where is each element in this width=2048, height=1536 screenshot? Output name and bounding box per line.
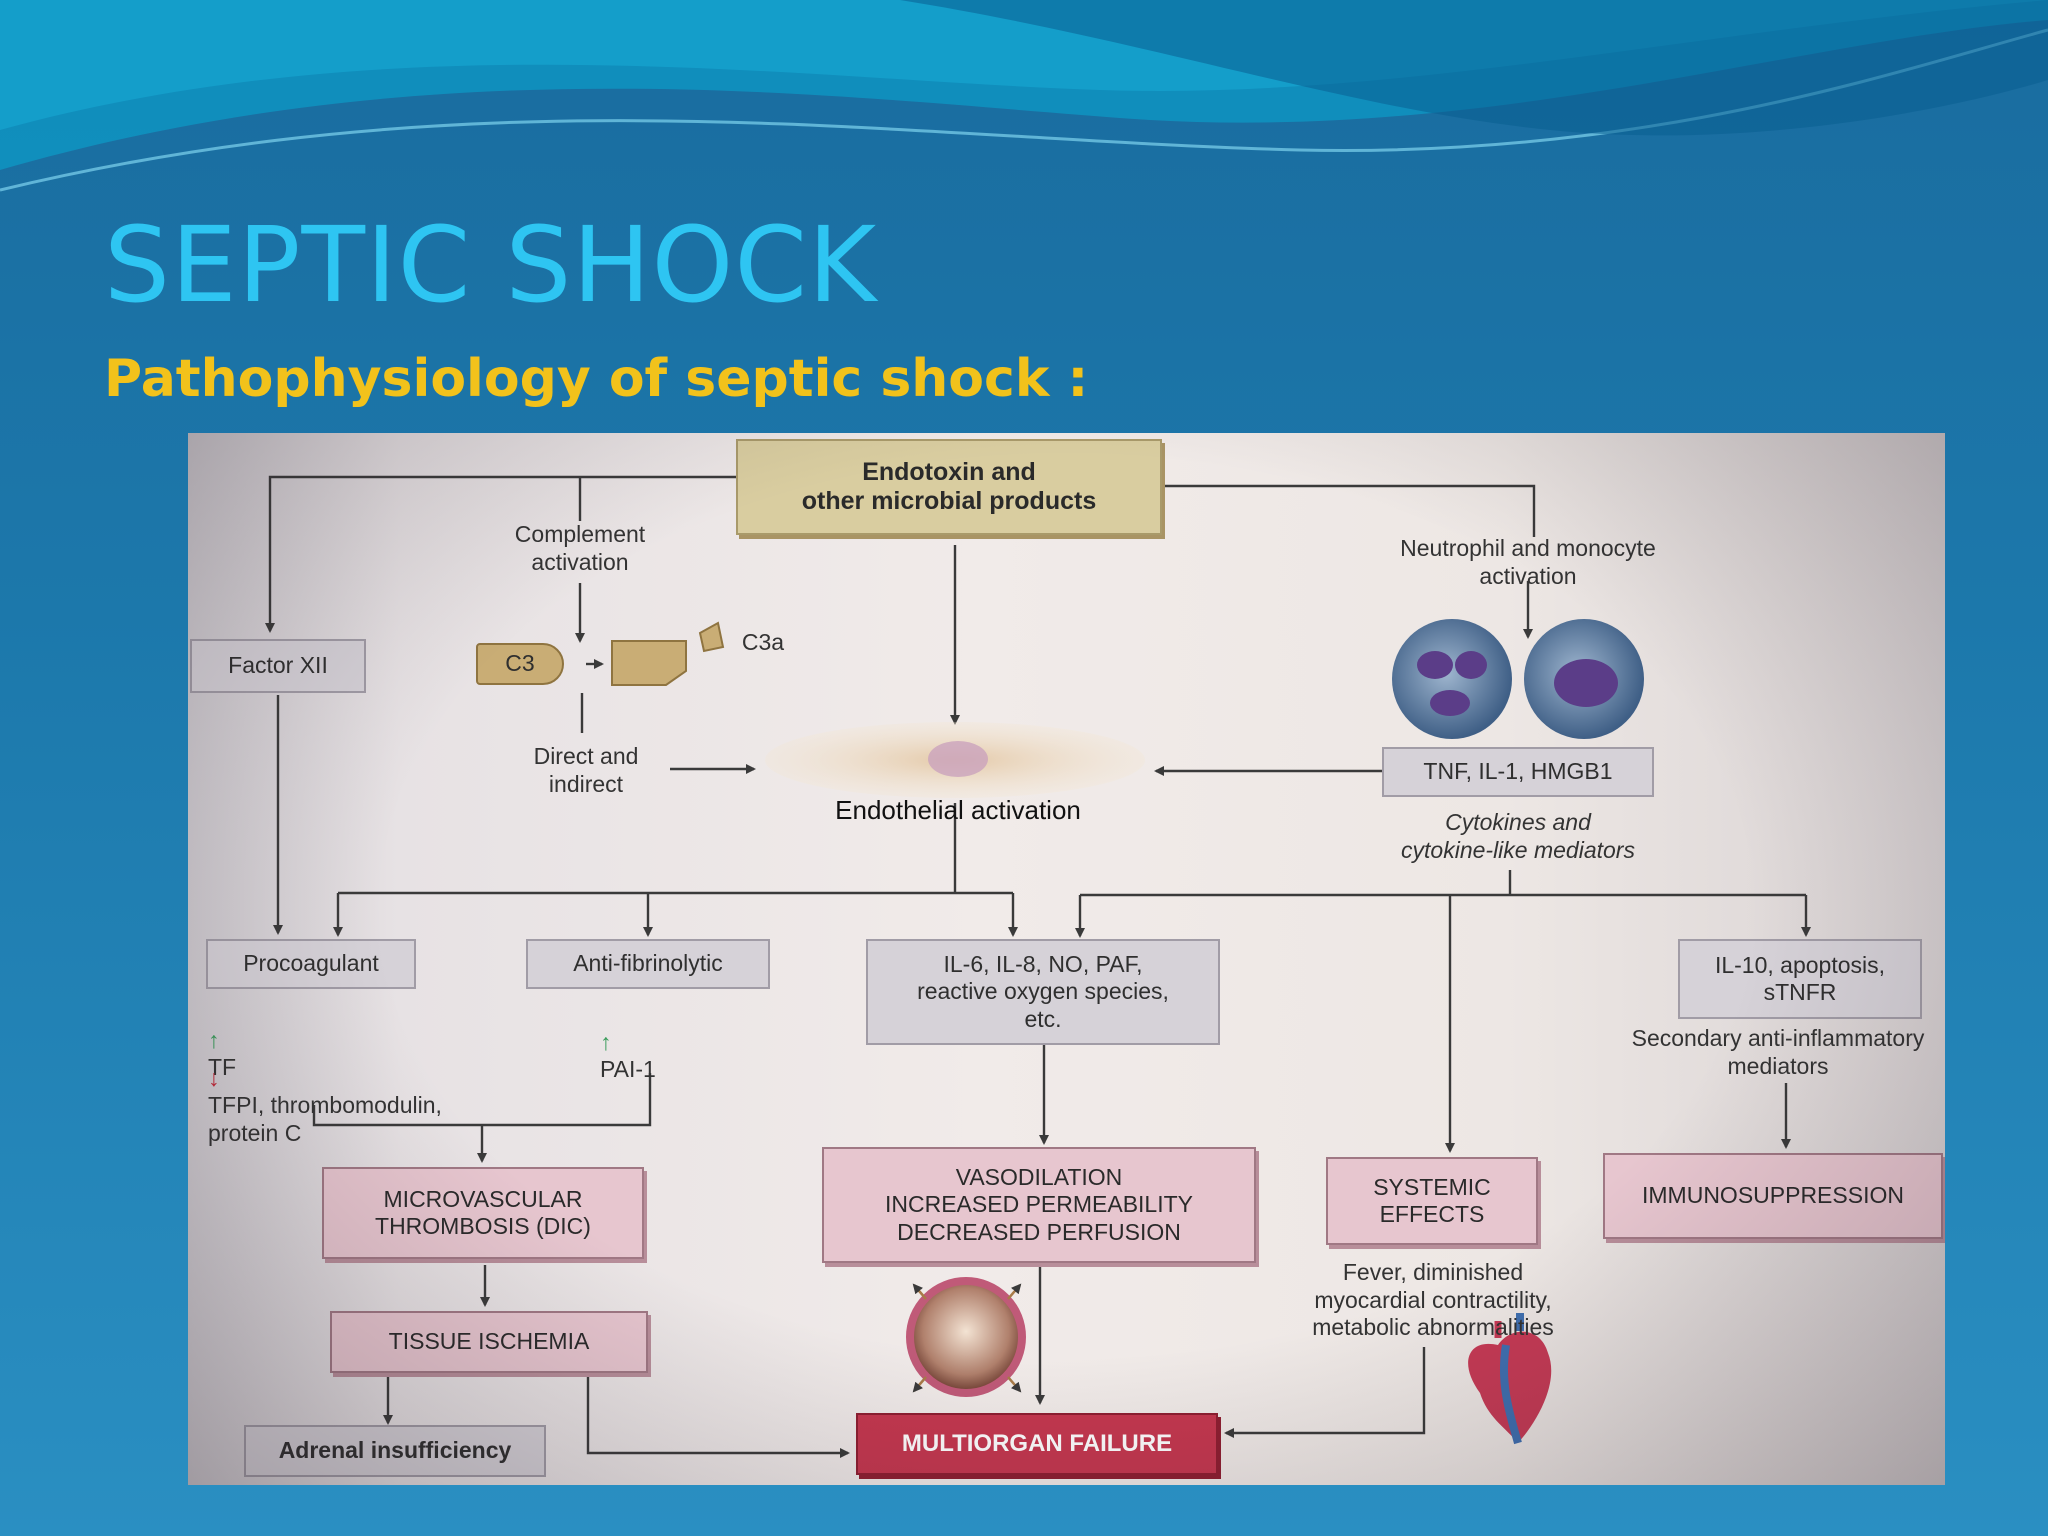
pathophysiology-diagram: Endotoxin and other microbial products C… bbox=[188, 433, 1945, 1485]
multiorgan-failure-box: MULTIORGAN FAILURE bbox=[856, 1413, 1218, 1475]
immunosuppression-box: IMMUNOSUPPRESSION bbox=[1603, 1153, 1943, 1239]
mediators-box: IL-6, IL-8, NO, PAF, reactive oxygen spe… bbox=[866, 939, 1220, 1045]
fever-label: Fever, diminished myocardial contractili… bbox=[1312, 1259, 1554, 1341]
slide-title: SEPTIC SHOCK bbox=[104, 204, 878, 326]
neutrophil-monocyte-illustration bbox=[1392, 619, 1644, 739]
neutrophil-activation-label: Neutrophil and monocyte activation bbox=[1400, 535, 1656, 589]
tf-label: ↑ TF bbox=[208, 999, 408, 1082]
complement-activation-label: Complement activation bbox=[514, 521, 646, 575]
c3a-label: C3a bbox=[741, 629, 785, 655]
tissue-ischemia-box: TISSUE ISCHEMIA bbox=[330, 1311, 648, 1373]
tnf-box: TNF, IL-1, HMGB1 bbox=[1382, 747, 1654, 797]
slide-subtitle: Pathophysiology of septic shock : bbox=[104, 349, 1089, 409]
vessel-illustration bbox=[906, 1277, 1026, 1397]
secondary-mediators-label: Secondary anti-inflammatory mediators bbox=[1631, 1025, 1925, 1079]
cytokines-label: Cytokines and cytokine-like mediators bbox=[1401, 809, 1635, 863]
tf-text: TF bbox=[208, 1054, 237, 1081]
pai-text: PAI-1 bbox=[600, 1056, 656, 1083]
procoagulant-box: Procoagulant bbox=[206, 939, 416, 989]
c3-box: C3 bbox=[476, 643, 564, 685]
microvascular-thrombosis-box: MICROVASCULAR THROMBOSIS (DIC) bbox=[322, 1167, 644, 1259]
il10-box: IL-10, apoptosis, sTNFR bbox=[1678, 939, 1922, 1019]
tfpi-text: TFPI, thrombomodulin, protein C bbox=[208, 1092, 442, 1146]
anti-fibrinolytic-box: Anti-fibrinolytic bbox=[526, 939, 770, 989]
tfpi-label: ↓ TFPI, thrombomodulin, protein C bbox=[208, 1037, 528, 1175]
c3a-fragment bbox=[698, 621, 725, 653]
c3b-fragment bbox=[611, 640, 687, 686]
adrenal-insufficiency-box: Adrenal insufficiency bbox=[244, 1425, 546, 1477]
down-arrow-icon: ↓ bbox=[208, 1064, 220, 1091]
factor-xii-box: Factor XII bbox=[190, 639, 366, 693]
background-waves bbox=[0, 0, 2048, 192]
heart-illustration bbox=[1468, 1313, 1552, 1445]
systemic-effects-box: SYSTEMIC EFFECTS bbox=[1326, 1157, 1538, 1245]
endotoxin-box: Endotoxin and other microbial products bbox=[736, 439, 1162, 535]
pai-label: ↑ PAI-1 bbox=[600, 1001, 760, 1084]
diagram-connectors bbox=[265, 475, 1811, 1458]
up-arrow-icon: ↑ bbox=[208, 1026, 220, 1053]
vasodilation-box: VASODILATION INCREASED PERMEABILITY DECR… bbox=[822, 1147, 1256, 1263]
up-arrow-icon: ↑ bbox=[600, 1028, 612, 1055]
endothelial-activation-label: Endothelial activation bbox=[835, 795, 1081, 825]
direct-indirect-label: Direct and indirect bbox=[533, 743, 639, 797]
